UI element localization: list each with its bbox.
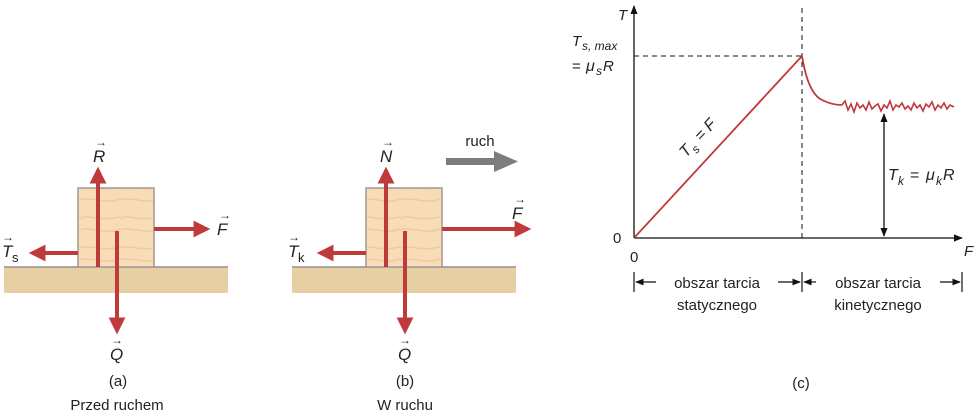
x-axis-label: F <box>964 243 974 260</box>
caption-letter-c: (c) <box>792 375 810 392</box>
label-q-a: Q → <box>110 333 123 364</box>
panel-b: ruch N → F → Q → T k → (b) W ruchu <box>288 133 532 414</box>
svg-text:s: s <box>12 250 19 265</box>
panel-c: T F 0 0 T s, max = μ s R T s = F T k <box>572 5 974 392</box>
svg-text:k: k <box>298 250 305 265</box>
svg-text:= F: = F <box>691 115 720 145</box>
caption-b: W ruchu <box>377 397 433 414</box>
region-brackets <box>633 272 963 292</box>
svg-text:T: T <box>2 242 14 261</box>
label-q-b: Q → <box>398 333 411 364</box>
svg-text:μ: μ <box>925 167 935 184</box>
slope-label: T s = F <box>676 115 720 161</box>
svg-text:R: R <box>93 147 105 166</box>
svg-text:F: F <box>217 220 229 239</box>
svg-text:→: → <box>219 208 231 222</box>
origin-x-label: 0 <box>630 249 638 266</box>
svg-text:T: T <box>572 33 583 50</box>
friction-curve-drop <box>801 55 843 106</box>
svg-text:k: k <box>936 174 943 188</box>
svg-text:s, max: s, max <box>582 39 618 53</box>
svg-text:k: k <box>898 174 905 188</box>
region-kinetic-line1: obszar tarcia <box>835 275 922 292</box>
friction-curve-static <box>633 55 803 239</box>
svg-text:→: → <box>514 192 526 206</box>
svg-text:T: T <box>888 167 899 184</box>
svg-text:μ: μ <box>585 58 595 75</box>
label-f-a: F → <box>217 208 231 239</box>
label-n: N → <box>380 135 394 166</box>
svg-text:T: T <box>288 242 300 261</box>
label-f-b: F → <box>512 192 526 223</box>
label-tk: T k → <box>288 230 305 265</box>
panel-a: R → F → Q → T s → (a) Przed ruchem <box>2 135 231 414</box>
svg-text:→: → <box>2 230 14 244</box>
svg-text:→: → <box>111 333 123 347</box>
region-static-line2: statycznego <box>677 297 757 314</box>
ts-max-label: T s, max = μ s R <box>572 33 618 78</box>
caption-a: Przed ruchem <box>70 397 163 414</box>
svg-text:R: R <box>603 58 614 75</box>
origin-y-label: 0 <box>613 230 621 247</box>
label-r: R → <box>93 135 107 166</box>
friction-curve-kinetic <box>841 98 955 115</box>
svg-text:s: s <box>596 64 602 78</box>
motion-label: ruch <box>465 133 494 150</box>
svg-text:=: = <box>910 167 924 184</box>
svg-text:F: F <box>512 204 524 223</box>
svg-text:N: N <box>380 147 393 166</box>
caption-letter-b: (b) <box>396 373 414 390</box>
y-axis-label: T <box>618 7 629 24</box>
svg-text:=: = <box>572 58 581 75</box>
motion-arrow <box>446 151 518 172</box>
svg-text:→: → <box>95 135 107 149</box>
svg-text:Q: Q <box>398 345 411 364</box>
region-static-line1: obszar tarcia <box>674 275 761 292</box>
caption-letter-a: (a) <box>109 373 127 390</box>
label-ts: T s → <box>2 230 19 265</box>
svg-text:R: R <box>943 167 955 184</box>
kinetic-label: T k = μ k R <box>888 167 955 188</box>
svg-text:→: → <box>399 333 411 347</box>
svg-text:Q: Q <box>110 345 123 364</box>
region-kinetic-line2: kinetycznego <box>834 297 922 314</box>
svg-text:→: → <box>288 230 300 244</box>
svg-text:→: → <box>382 135 394 149</box>
